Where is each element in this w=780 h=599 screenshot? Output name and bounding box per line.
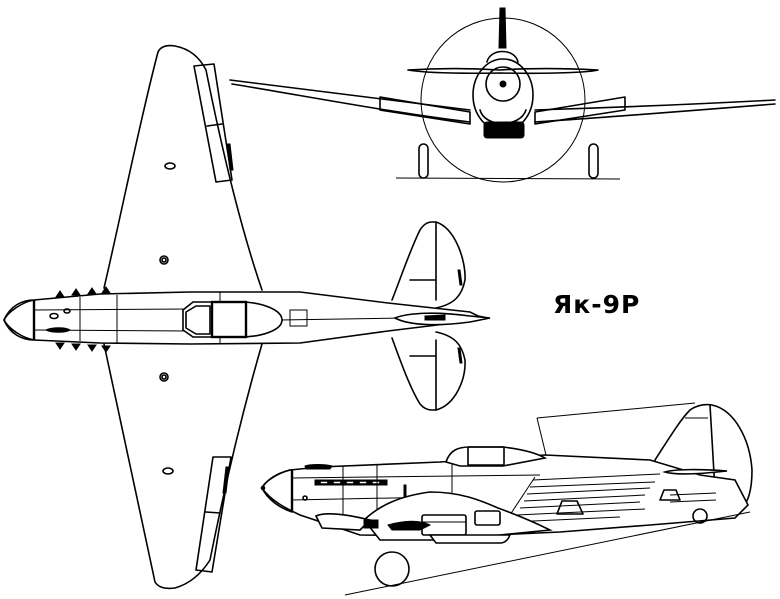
top-view <box>3 44 491 590</box>
front-view <box>229 7 776 183</box>
side-view <box>260 402 753 596</box>
aircraft-designation-label: Як-9Р <box>553 290 641 319</box>
